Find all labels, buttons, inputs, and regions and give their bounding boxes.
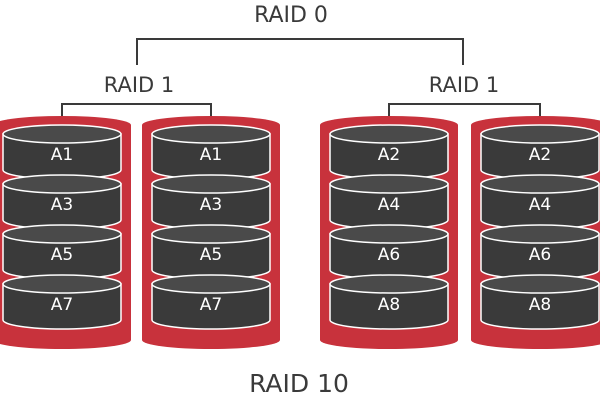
disk-slot: A8 — [480, 274, 600, 330]
disk-slot-top — [329, 174, 449, 194]
disk-slot-label: A4 — [378, 195, 400, 215]
disk-slot-body — [151, 283, 271, 330]
disk-slot: A1 — [2, 124, 122, 180]
disk-slot: A7 — [151, 274, 271, 330]
disk-slot-top — [2, 224, 122, 244]
disk-slot: A6 — [329, 224, 449, 280]
disk-slot-label: A8 — [529, 295, 551, 315]
disk-slot-body — [2, 283, 122, 330]
disk-slot-top — [2, 274, 122, 294]
disk-slot-top — [151, 274, 271, 294]
disk-slot: A6 — [480, 224, 600, 280]
disk-slot-label: A6 — [378, 245, 400, 265]
disk-slot: A7 — [2, 274, 122, 330]
disk-slot: A4 — [480, 174, 600, 230]
disk-slot: A2 — [329, 124, 449, 180]
disk-slot: A4 — [329, 174, 449, 230]
raid10-label: RAID 10 — [249, 369, 349, 398]
disk-slot-body — [329, 283, 449, 330]
disk-slot-top — [151, 224, 271, 244]
disk-slot-label: A7 — [51, 295, 73, 315]
disk-slot-label: A3 — [200, 195, 222, 215]
disk-slot-label: A7 — [200, 295, 222, 315]
disk-slot-label: A6 — [529, 245, 551, 265]
disk-slot-top — [480, 124, 600, 144]
disk-slot-top — [480, 274, 600, 294]
disk-slot-top — [2, 174, 122, 194]
disk-slot-label: A2 — [529, 145, 551, 165]
disk-slot: A2 — [480, 124, 600, 180]
raid0-label: RAID 0 — [254, 3, 328, 28]
disk-slot: A5 — [2, 224, 122, 280]
disk-slot-top — [151, 174, 271, 194]
disk-slot: A3 — [151, 174, 271, 230]
raid1-right-label: RAID 1 — [429, 73, 500, 97]
disk-slot-top — [329, 224, 449, 244]
disk-slot: A5 — [151, 224, 271, 280]
disk-slot-label: A1 — [51, 145, 73, 165]
disk-slot-label: A5 — [200, 245, 222, 265]
disk-slot-top — [329, 274, 449, 294]
disk-slot: A8 — [329, 274, 449, 330]
disk-slot-body — [480, 283, 600, 330]
disk-slot-label: A2 — [378, 145, 400, 165]
raid1-left-label: RAID 1 — [104, 73, 175, 97]
disk-slot: A1 — [151, 124, 271, 180]
raid0-connector — [136, 38, 464, 65]
disk-slot-label: A3 — [51, 195, 73, 215]
disk-slot-label: A4 — [529, 195, 551, 215]
disk-slot-label: A1 — [200, 145, 222, 165]
disk-slot-label: A5 — [51, 245, 73, 265]
disk-slot-top — [2, 124, 122, 144]
disk-slot-label: A8 — [378, 295, 400, 315]
disk-slot-top — [480, 174, 600, 194]
disk-slot-top — [329, 124, 449, 144]
disk-slot-top — [151, 124, 271, 144]
disk-slot: A3 — [2, 174, 122, 230]
disk-slot-top — [480, 224, 600, 244]
